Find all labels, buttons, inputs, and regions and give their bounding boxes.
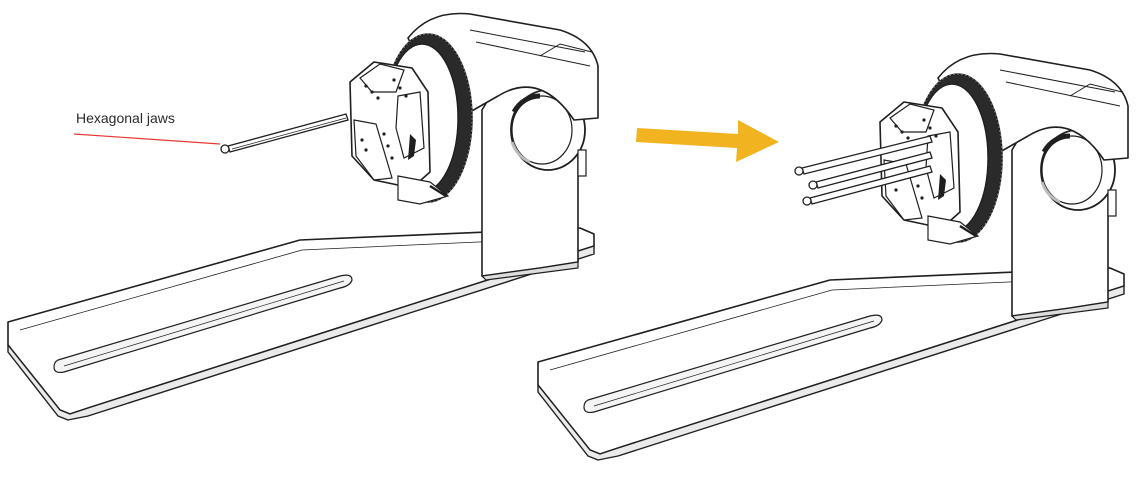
rotary-after: [538, 54, 1128, 461]
rod-set: [794, 135, 933, 206]
hexagonal-jaws-label: Hexagonal jaws: [76, 110, 175, 126]
direction-arrow: [636, 120, 779, 162]
rotary-before: [8, 14, 598, 421]
annotation-leader: [73, 133, 221, 145]
rod: [220, 113, 349, 154]
